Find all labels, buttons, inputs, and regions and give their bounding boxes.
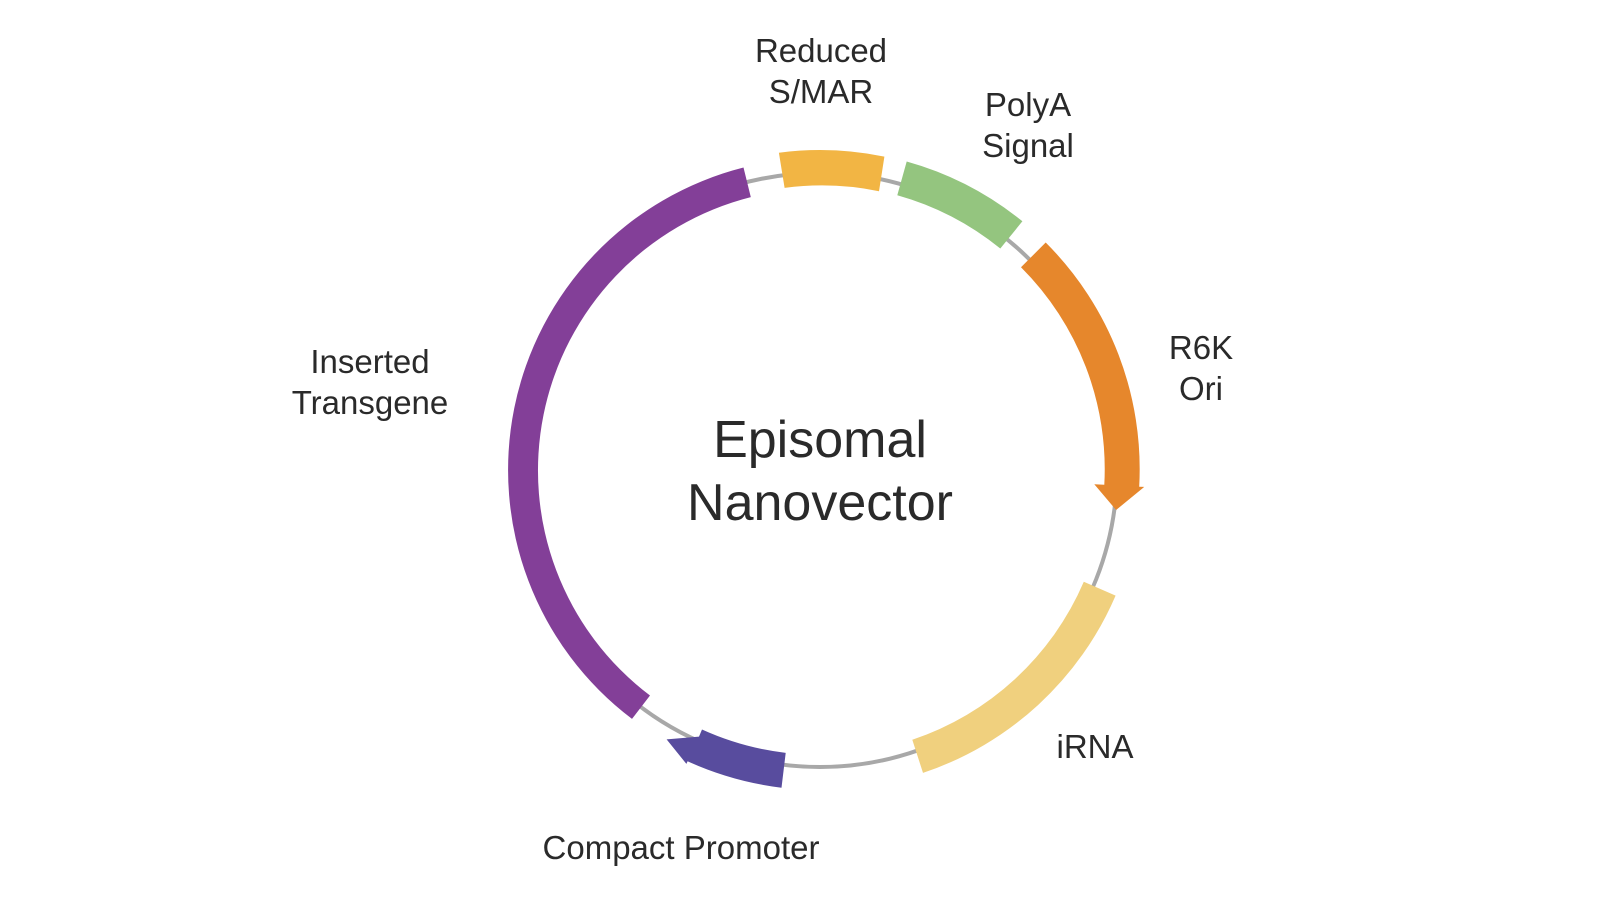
label-reduced-smar-line1: Reduced <box>755 32 887 69</box>
feature-r6k-ori <box>1021 242 1145 510</box>
label-inserted-transgene-line1: Inserted <box>310 343 429 380</box>
feature-irna <box>912 581 1116 773</box>
feature-reduced-smar <box>778 150 885 192</box>
feature-polya-signal <box>897 161 1023 249</box>
label-irna: iRNA <box>1056 728 1133 765</box>
feature-inserted-transgene <box>508 167 751 719</box>
label-r6k-ori-line2: Ori <box>1179 370 1223 407</box>
label-compact-promoter: Compact Promoter <box>543 829 820 866</box>
label-r6k-ori-line1: R6K <box>1169 329 1233 366</box>
diagram-title-line1: Episomal <box>713 411 927 469</box>
label-reduced-smar-line2: S/MAR <box>769 73 874 110</box>
label-inserted-transgene-line2: Transgene <box>292 384 449 421</box>
feature-compact-promoter <box>666 729 786 788</box>
label-polya-signal-line1: PolyA <box>985 86 1071 123</box>
label-polya-signal-line2: Signal <box>982 127 1074 164</box>
diagram-title-line2: Nanovector <box>687 474 953 532</box>
